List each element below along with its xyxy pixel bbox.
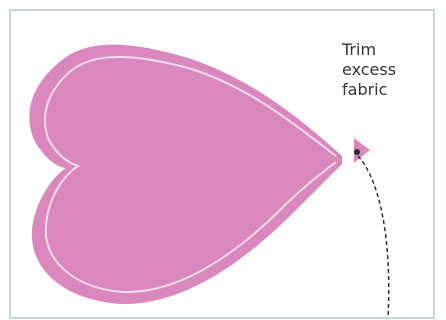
heart-fabric [29,45,342,304]
dashed-trim-arrow [358,156,389,318]
trim-annotation: Trim excess fabric [342,40,422,100]
annotation-line-3: fabric [342,80,422,100]
marker-dot [354,149,360,155]
annotation-line-2: excess [342,60,422,80]
annotation-line-1: Trim [342,40,422,60]
